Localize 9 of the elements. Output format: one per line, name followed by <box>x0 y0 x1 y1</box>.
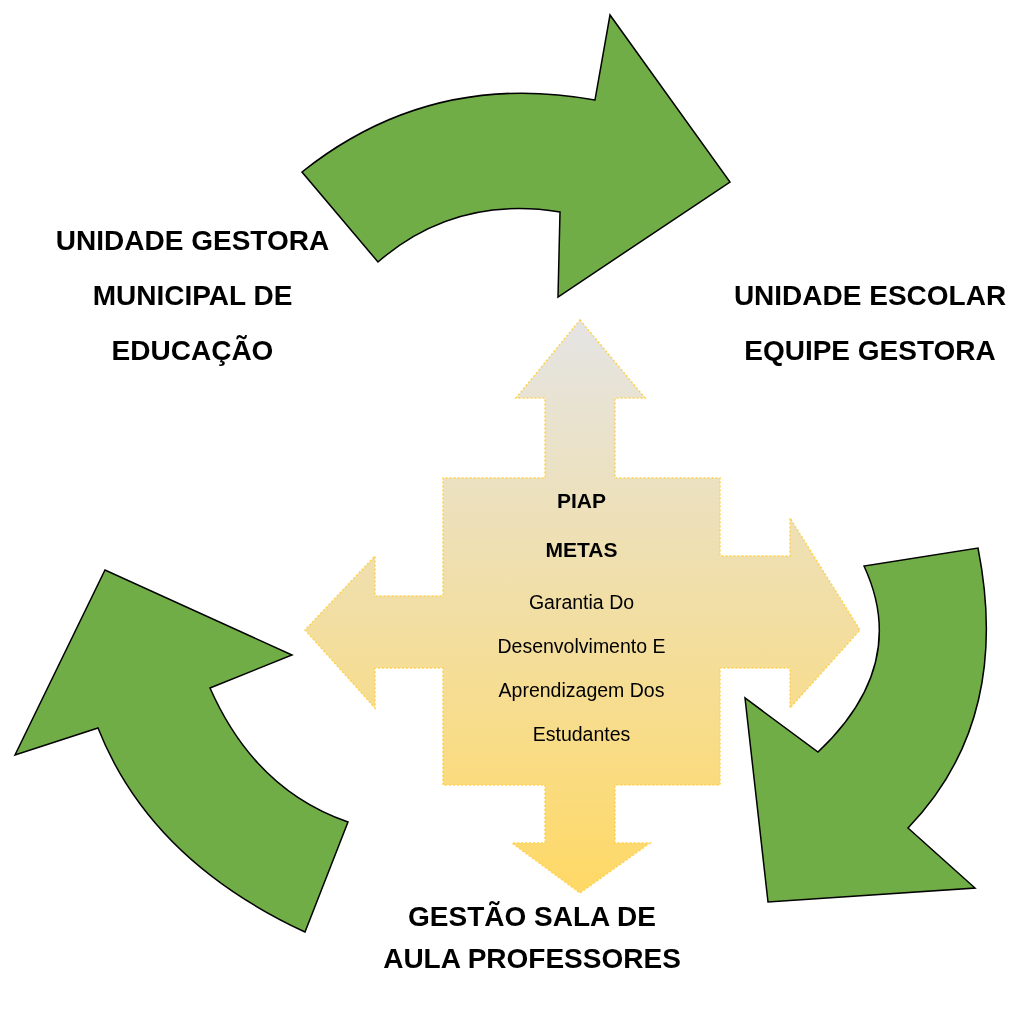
heading-text: METAS <box>544 537 619 563</box>
stage-label: UNIDADE GESTORA MUNICIPAL DE EDUCAÇÃO <box>55 213 330 378</box>
curved-arrow <box>301 14 731 298</box>
heading-text: PIAP <box>556 488 607 514</box>
curved-arrow <box>744 547 988 903</box>
stage-label: GESTÃO SALA DE AULA PROFESSORES <box>380 896 684 980</box>
stage-label: UNIDADE ESCOLAR EQUIPE GESTORA <box>722 268 1018 378</box>
body-text: Garantia Do Desenvolvimento E Aprendizagem Dos Estudantes <box>496 590 667 747</box>
curved-arrow <box>14 569 349 933</box>
